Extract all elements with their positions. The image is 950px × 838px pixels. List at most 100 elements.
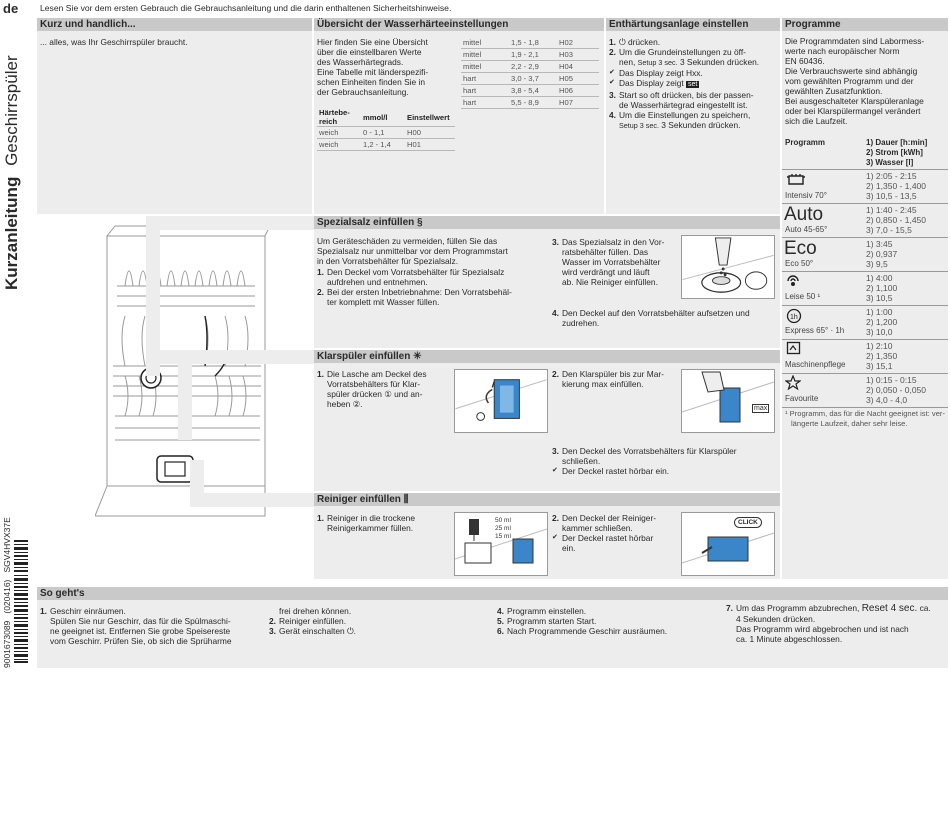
intro-text: Lesen Sie vor dem ersten Gebrauch die Ge… [40, 3, 452, 13]
step: 2.Den Klarspüler bis zur Mar-kierung max… [552, 369, 664, 389]
cell: H04 [557, 60, 599, 73]
reiniger-step-2: 2.Den Deckel der Reiniger-kammer schließ… [552, 513, 682, 533]
prog-line: oder bei Klarspülermangel verändert [785, 106, 921, 116]
step: 2.Um die Grundeinstellungen zu öff-nen, … [609, 47, 777, 68]
rinse-aid-fill-illustration: max [681, 369, 775, 433]
step-text: 3 Sekunden drücken. [679, 57, 760, 67]
step-number: 1. [317, 513, 324, 523]
table-header: Härtebe-reich mmol/l Einstellwert [317, 108, 455, 127]
step-text: frei drehen können. [279, 606, 352, 616]
cell: H05 [557, 72, 599, 85]
divider [782, 237, 948, 238]
step: 7.Um das Programm abzubrechen, Reset 4 s… [726, 603, 931, 644]
barcode [14, 540, 28, 663]
cell: hart [461, 96, 509, 109]
sogehts-col1: 1.Geschirr einräumen.Spülen Sie nur Gesc… [40, 606, 270, 646]
cell: H02 [557, 37, 599, 49]
panel-reiniger-title: Reiniger einfüllen ⫼ [314, 493, 780, 506]
salz-line: in den Vorratsbehälter für Spezialsalz. [317, 256, 459, 266]
panel-enthaertung-title: Enthärtungsanlage einstellen [606, 18, 780, 31]
step: 5.Programm starten Start. [497, 616, 597, 626]
prog-line: Bei ausgeschalteter Klarspüleranlage [785, 96, 924, 106]
step: 3.Den Deckel des Vorratsbehälters für Kl… [552, 446, 737, 466]
step-text: 3 Sekunden drücken. [661, 120, 741, 130]
step-number: 1. [317, 267, 324, 277]
setup-key-label: Setup 3 sec. [619, 121, 659, 130]
salz-line: Spezialsalz nur unmittelbar vor dem Prog… [317, 246, 508, 256]
klar-title-text: Klarspüler einfüllen [317, 351, 411, 362]
cell: 3,0 - 3,7 [509, 72, 557, 85]
programme-col-values-header: 1) Dauer [h:min] 2) Strom [kWh] 3) Wasse… [866, 138, 927, 168]
language-code: de [3, 1, 19, 16]
step: 2.Den Deckel der Reiniger-kammer schließ… [552, 513, 657, 533]
cell: 1,5 - 1,8 [509, 37, 557, 49]
svg-text:1h: 1h [790, 314, 798, 321]
cell: 2,2 - 2,9 [509, 60, 557, 73]
salz-title-text: Spezialsalz einfüllen [317, 217, 415, 228]
step-number: 3. [609, 90, 616, 100]
sogehts-col4: 7.Um das Programm abzubrechen, Reset 4 s… [726, 603, 946, 644]
pointer-band-rinse [160, 350, 314, 364]
col-strom: 2) Strom [kWh] [866, 148, 923, 157]
check-item: Der Deckel rastet hörbar ein. [552, 466, 950, 476]
panel-klarspueler: Klarspüler einfüllen ✳ 1.Die Lasche am D… [314, 350, 780, 491]
panel-kurz-title: Kurz und handlich... [37, 18, 312, 31]
step: 1.Geschirr einräumen.Spülen Sie nur Gesc… [40, 606, 232, 646]
step-number: 4. [552, 308, 559, 318]
product-codes: 9001673089 (020416) SGV4HVX37E [2, 517, 12, 668]
rinse-aid-open-illustration [454, 369, 548, 433]
panel-klar-title: Klarspüler einfüllen ✳ [314, 350, 780, 363]
step-number: 2. [609, 47, 616, 57]
sogehts-col3: 4.Programm einstellen. 5.Programm starte… [497, 606, 717, 636]
intensiv-pot-icon [787, 174, 805, 185]
divider [782, 271, 948, 272]
step: 4.Um die Einstellungen zu speichern,Setu… [609, 110, 777, 131]
prog-line: Die Verbrauchswerte sind abhängig [785, 66, 918, 76]
reiniger-title-text: Reiniger einfüllen [317, 494, 401, 505]
divider [782, 407, 948, 408]
divider [782, 203, 948, 204]
step-number: 3. [552, 237, 559, 247]
step-number: 1. [317, 369, 324, 379]
step: 2.Reiniger einfüllen. [269, 616, 347, 626]
panel-so-gehts: So geht's 1.Geschirr einräumen.Spülen Si… [37, 587, 948, 668]
step-text: aufdrehen und entnehmen. [327, 277, 428, 287]
cell: weich [317, 126, 361, 139]
salt-icon: § [417, 217, 423, 228]
salz-steps-left: 1.Den Deckel vom Vorratsbehälter für Spe… [317, 267, 547, 307]
cell: 1,9 - 2,1 [509, 48, 557, 61]
step-text: Bei der ersten Inbetriebnahme: Den Vorra… [327, 287, 512, 297]
prog-line: vom gewählten Programm und der [785, 76, 914, 86]
panel-salz-title: Spezialsalz einfüllen § [314, 216, 780, 229]
step: 1.Den Deckel vom Vorratsbehälter für Spe… [317, 267, 547, 287]
program-name: Auto 45-65° [785, 225, 828, 234]
salt-fill-illustration [681, 235, 775, 299]
pointer-band-salt-v [146, 216, 160, 376]
col-haertebereich-2: reich [319, 117, 338, 126]
footnote-line: längerte Laufzeit, daher sehr leise. [791, 419, 908, 428]
cell: hart [461, 72, 509, 85]
step-text: de Wasserhärtegrad eingestellt ist. [619, 100, 748, 110]
footnote-mark: ¹ [785, 409, 788, 418]
step: 6.Nach Programmende Geschirr ausräumen. [497, 626, 668, 636]
divider [782, 373, 948, 374]
doc-title-bold: Kurzanleitung [2, 176, 21, 290]
col-haertebereich: Härtebe- [319, 108, 350, 117]
step: 2.Bei der ersten Inbetriebnahme: Den Vor… [317, 287, 547, 307]
program-name: Maschinenpflege [785, 360, 846, 369]
enthaertung-steps: 1.⏻ drücken. 2.Um die Grundeinstellungen… [609, 37, 777, 131]
leise-silent-icon [787, 275, 799, 286]
rinse-aid-icon: ✳ [413, 351, 422, 362]
step-text: Um die Grundeinstellungen zu öff- [619, 47, 746, 57]
